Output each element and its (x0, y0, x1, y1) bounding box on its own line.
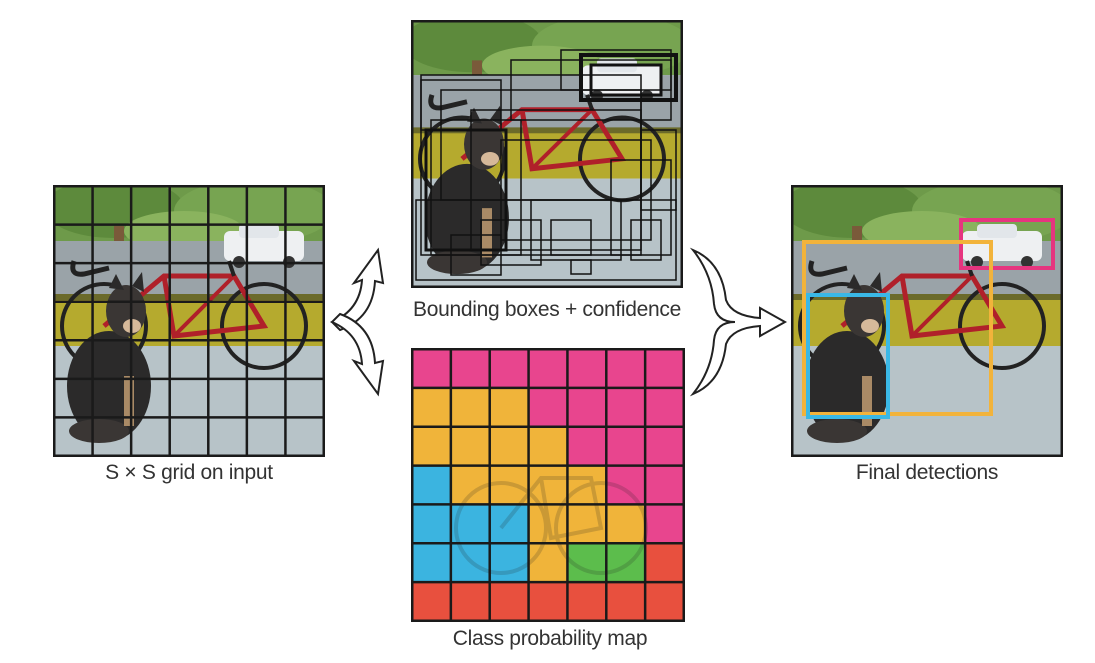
prob-cell-magenta (645, 504, 684, 544)
prob-cell-magenta (528, 387, 568, 427)
caption-probmap: Class probability map (452, 627, 648, 650)
bounding-boxes-panel (411, 20, 683, 288)
prob-cell-red (450, 582, 490, 621)
class-probability-map (411, 348, 685, 622)
prob-cell-blue (489, 504, 529, 544)
class-probability-panel (411, 348, 685, 622)
prob-cell-yellow (528, 465, 568, 505)
prob-cell-yellow (528, 504, 568, 544)
prob-cell-yellow (528, 543, 568, 583)
bounding-boxes-image (411, 20, 683, 288)
prob-cell-red (412, 582, 451, 621)
prob-cell-magenta (412, 349, 451, 388)
caption-final: Final detections (855, 461, 999, 484)
prob-cell-red (645, 582, 684, 621)
prob-cell-red (606, 582, 646, 621)
prob-cell-magenta (645, 426, 684, 466)
bicycle-detection-box (802, 240, 993, 416)
prob-cell-magenta (450, 349, 490, 388)
dog-detection-box (806, 293, 890, 419)
prob-cell-yellow (450, 387, 490, 427)
prob-cell-yellow (450, 465, 490, 505)
input-image (53, 185, 325, 457)
prob-cell-yellow (489, 387, 529, 427)
prob-cell-magenta (606, 387, 646, 427)
prob-cell-magenta (645, 349, 684, 388)
prob-cell-magenta (567, 349, 607, 388)
caption-input: S × S grid on input (105, 461, 273, 484)
prob-cell-magenta (645, 387, 684, 427)
prob-cell-yellow (489, 465, 529, 505)
prob-cell-yellow (567, 465, 607, 505)
prob-cell-blue (412, 504, 451, 544)
prob-cell-blue (489, 543, 529, 583)
prob-cell-yellow (606, 504, 646, 544)
final-detections-panel (791, 185, 1063, 457)
prob-cell-magenta (606, 426, 646, 466)
prob-cell-magenta (528, 349, 568, 388)
prob-cell-yellow (528, 426, 568, 466)
prob-cell-yellow (412, 387, 451, 427)
prob-cell-red (645, 543, 684, 583)
split-arrow-down-icon (330, 312, 385, 397)
prob-cell-magenta (489, 349, 529, 388)
prob-cell-blue (412, 543, 451, 583)
final-detections-image (791, 185, 1063, 457)
prob-cell-red (489, 582, 529, 621)
caption-boxes: Bounding boxes + confidence (412, 298, 682, 321)
split-arrow-up-icon (330, 247, 385, 332)
prob-cell-magenta (567, 426, 607, 466)
prob-cell-magenta (606, 465, 646, 505)
prob-cell-magenta (606, 349, 646, 388)
prob-cell-red (567, 582, 607, 621)
prob-cell-yellow (567, 504, 607, 544)
prob-cell-red (528, 582, 568, 621)
prob-cell-yellow (489, 426, 529, 466)
prob-cell-green (567, 543, 607, 583)
prob-cell-blue (412, 465, 451, 505)
prob-cell-magenta (645, 465, 684, 505)
prob-cell-blue (450, 504, 490, 544)
prob-cell-blue (450, 543, 490, 583)
input-image-panel (53, 185, 325, 457)
prob-cell-yellow (450, 426, 490, 466)
prob-cell-yellow (412, 426, 451, 466)
prob-cell-magenta (567, 387, 607, 427)
prob-cell-green (606, 543, 646, 583)
merge-arrow-icon (689, 247, 788, 397)
